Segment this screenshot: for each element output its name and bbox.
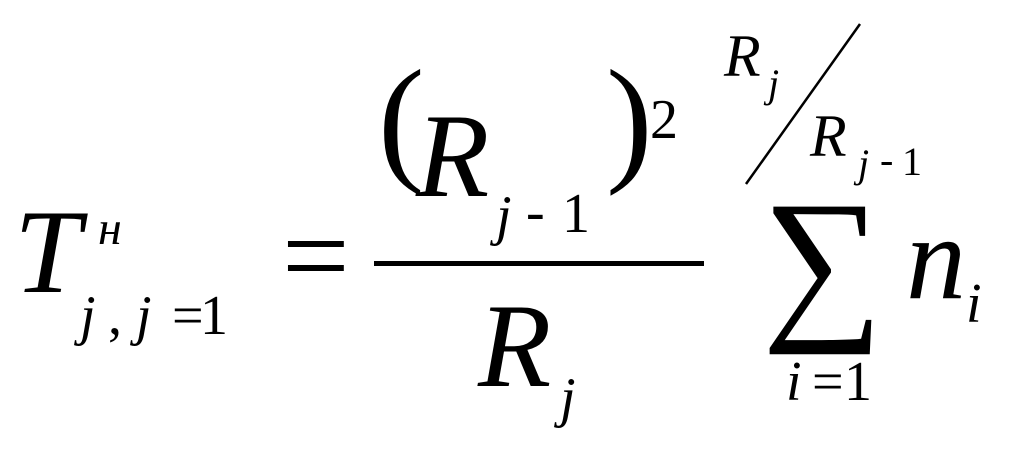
lhs-sub-eq: = bbox=[172, 285, 204, 347]
sum-lower-i: i bbox=[786, 351, 802, 413]
lhs-sub-j2: j bbox=[136, 285, 152, 347]
upper-top-sub: j bbox=[768, 61, 780, 106]
upper-bottom-sub-minus: - bbox=[880, 137, 894, 182]
upper-bottom-sub-one: 1 bbox=[902, 139, 922, 184]
fraction-bar bbox=[374, 261, 704, 266]
upper-bottom-base: R bbox=[810, 103, 847, 169]
lhs-sub-comma: , bbox=[108, 285, 122, 347]
num-sub-minus: - bbox=[526, 181, 545, 243]
den-base: R bbox=[478, 279, 552, 412]
term-base: n bbox=[906, 191, 966, 324]
main-equals: = bbox=[282, 189, 350, 322]
den-sub: j bbox=[560, 367, 576, 429]
num-base: R bbox=[416, 89, 490, 222]
lhs-superscript: н bbox=[98, 202, 122, 255]
num-sub-one: 1 bbox=[562, 183, 590, 245]
lhs-base: T bbox=[14, 185, 81, 318]
num-open-paren: ( bbox=[378, 42, 425, 197]
num-close-paren: ) bbox=[606, 42, 653, 197]
upper-bottom-sub-j: j bbox=[858, 141, 870, 186]
upper-top-base: R bbox=[724, 23, 761, 89]
num-exponent: 2 bbox=[650, 89, 678, 151]
term-sub: i bbox=[966, 273, 982, 335]
sum-symbol: ∑ bbox=[762, 167, 884, 355]
lhs-sub-one: 1 bbox=[200, 285, 228, 347]
sum-lower-eq: = bbox=[812, 351, 844, 413]
sum-lower-one: 1 bbox=[844, 351, 872, 413]
lhs-sub-j1: j bbox=[80, 285, 96, 347]
num-sub-j: j bbox=[496, 185, 512, 247]
